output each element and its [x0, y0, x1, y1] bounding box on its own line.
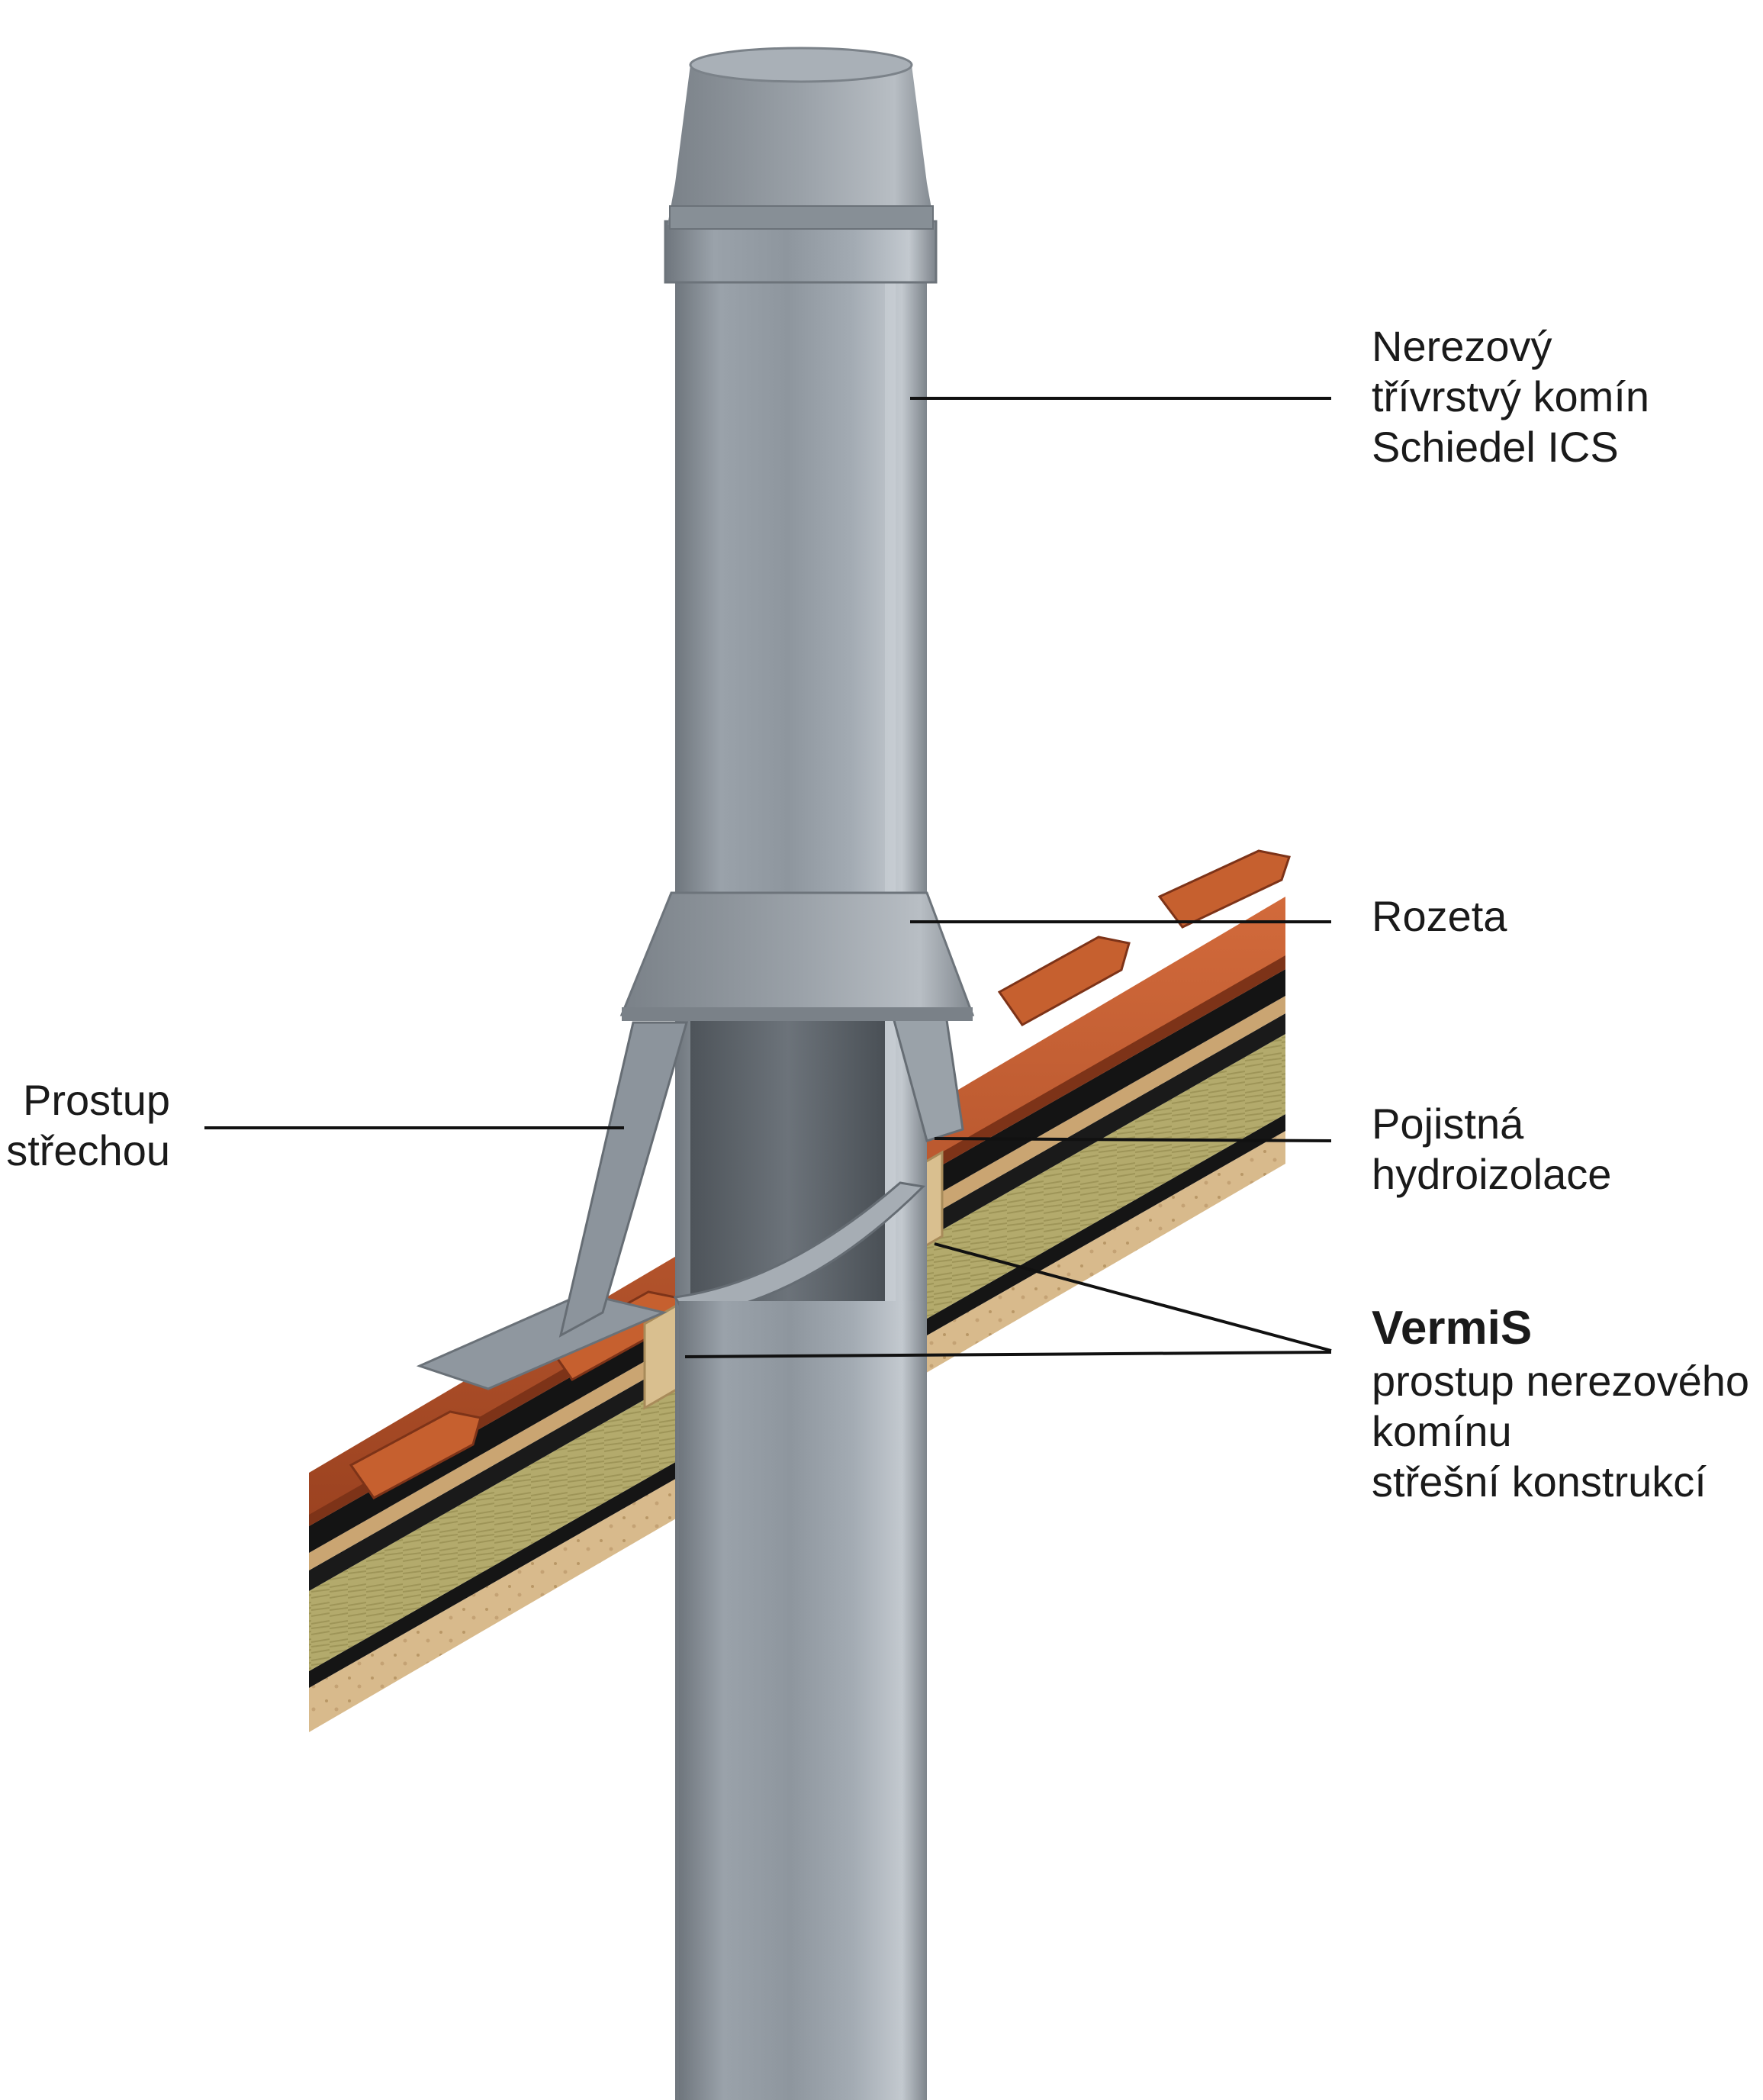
label-underlay-line-2: hydroizolace	[1372, 1150, 1612, 1198]
label-stainless-chimney: Nerezový třívrstvý komín Schiedel ICS	[1372, 321, 1649, 472]
flashing-base-plate	[416, 1292, 668, 1390]
flashing-inner-curve	[673, 1181, 926, 1318]
label-vermis-line-1: prostup nerezového	[1372, 1357, 1750, 1405]
label-rosette: Rozeta	[1372, 891, 1507, 942]
label-roof-passage-line-1: Prostup	[23, 1076, 170, 1124]
label-vermis-line-2: komínu	[1372, 1407, 1512, 1455]
chimney-top-sleeve	[664, 220, 938, 284]
chimney-top-band	[669, 205, 934, 230]
label-vermis: VermiS prostup nerezového komínu střešní…	[1372, 1301, 1749, 1507]
label-rosette-line-1: Rozeta	[1372, 892, 1507, 940]
rosette-rim	[622, 1007, 973, 1021]
chimney-lower-section	[679, 1301, 927, 2100]
label-vermis-line-3: střešní konstrukcí	[1372, 1457, 1707, 1506]
leader-lines	[204, 397, 1332, 1358]
label-vermis-title: VermiS	[1372, 1302, 1533, 1354]
roof-tile-ridges	[349, 849, 1291, 1499]
flashing-inner-cut	[690, 1019, 885, 1301]
label-underlay-line-1: Pojistná	[1372, 1100, 1524, 1148]
label-roof-passage: Prostup střechou	[6, 1075, 170, 1176]
rosette	[619, 891, 975, 1021]
label-chimney-line-2: třívrstvý komín	[1372, 372, 1650, 420]
label-underlay-membrane: Pojistná hydroizolace	[1372, 1099, 1611, 1200]
roof-passage-flashing	[416, 1013, 964, 2100]
leader-underlay	[934, 1137, 1332, 1142]
leader-vermis-upper	[934, 1242, 1332, 1352]
flashing-cone-left	[558, 1021, 688, 1338]
leader-vermis-lower	[684, 1351, 1332, 1358]
label-roof-passage-line-2: střechou	[6, 1126, 170, 1174]
chimney-top-rim	[689, 47, 913, 83]
chimney-top-cap	[668, 65, 935, 225]
rosette-cone	[619, 891, 975, 1016]
label-chimney-line-1: Nerezový	[1372, 322, 1552, 370]
label-chimney-line-3: Schiedel ICS	[1372, 423, 1619, 471]
